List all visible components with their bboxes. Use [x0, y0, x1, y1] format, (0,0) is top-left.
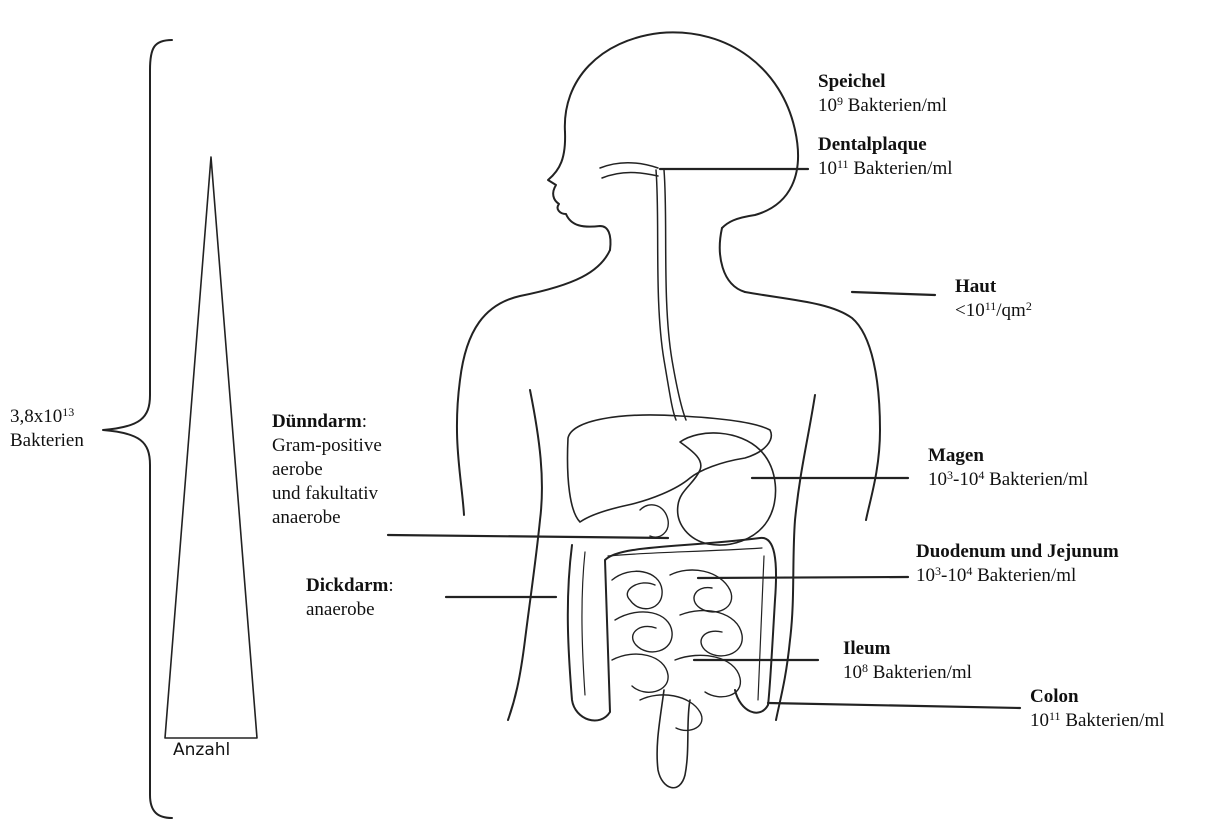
leader-lines — [388, 169, 1020, 708]
torso-outline — [457, 250, 610, 515]
label-colon: Colon 1011 Bakterien/ml — [1030, 685, 1165, 733]
total-unit: Bakterien — [10, 430, 84, 451]
label-haut: Haut <1011/qm2 — [955, 275, 1032, 323]
count-triangle — [165, 157, 257, 738]
total-count: 3,8x1013 — [10, 406, 74, 427]
stomach — [678, 433, 776, 545]
small-intestine — [612, 570, 742, 730]
label-duodenum-jejunum: Duodenum und Jejunum 103-104 Bakterien/m… — [916, 540, 1119, 588]
face-outline — [548, 132, 611, 250]
triangle-label: Anzahl — [173, 738, 230, 762]
label-ileum: Ileum 108 Bakterien/ml — [843, 637, 972, 685]
label-speichel: Speichel 109 Bakterien/ml — [818, 70, 947, 118]
label-duenndarm: Dünndarm: Gram-positive aerobe und fakul… — [272, 410, 382, 530]
liver — [568, 415, 772, 522]
total-bacteria-label: 3,8x1013 Bakterien — [10, 405, 84, 453]
head-outline — [565, 32, 798, 228]
total-bracket — [103, 40, 172, 818]
label-magen: Magen 103-104 Bakterien/ml — [928, 444, 1088, 492]
label-dickdarm: Dickdarm: anaerobe — [306, 574, 394, 622]
label-dentalplaque: Dentalplaque 1011 Bakterien/ml — [818, 133, 953, 181]
